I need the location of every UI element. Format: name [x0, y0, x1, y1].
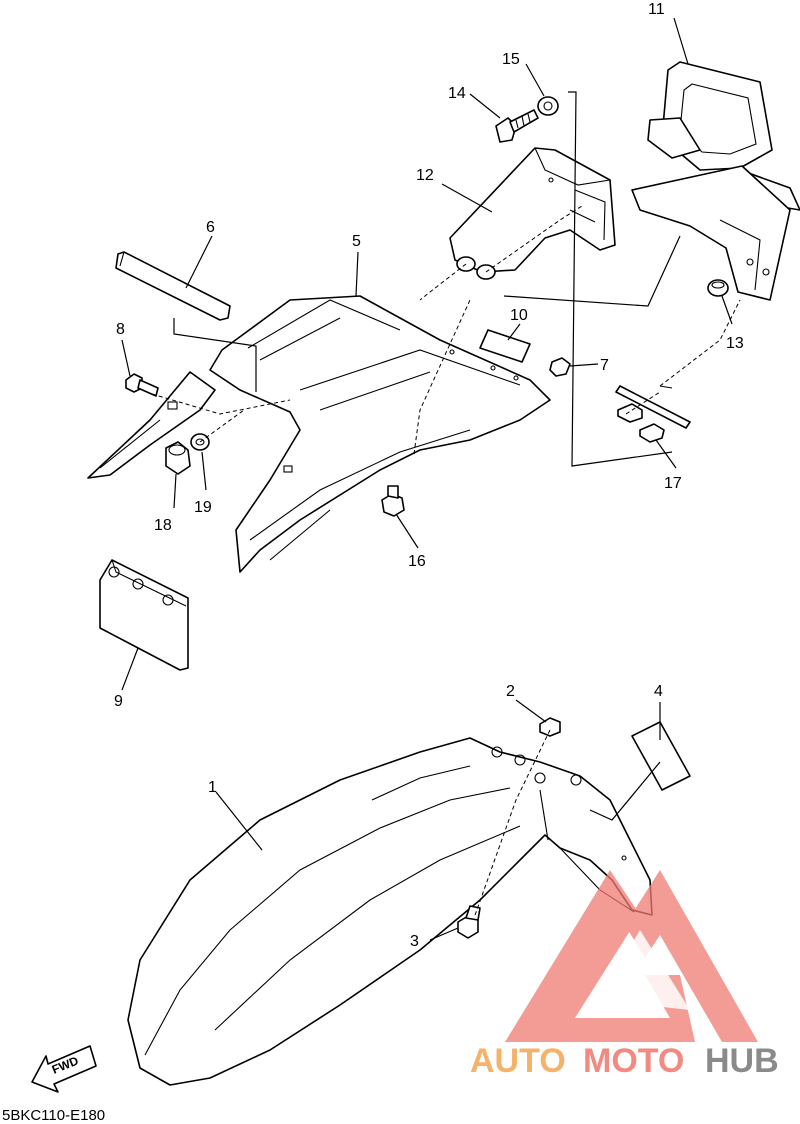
callout-2: 2 [506, 683, 515, 700]
watermark-part-hub: HUB [705, 1042, 779, 1080]
assembly-lines [151, 205, 741, 919]
bolt-part-3 [457, 905, 481, 939]
callout-19: 19 [194, 499, 212, 516]
leader-lines [121, 17, 733, 941]
tail-cover-part-12 [449, 147, 616, 273]
callout-14: 14 [448, 85, 466, 102]
collar-part-18 [165, 441, 191, 475]
flap-part-9 [99, 559, 189, 671]
callout-15: 15 [502, 51, 520, 68]
callout-18: 18 [154, 517, 172, 534]
callout-16: 16 [408, 553, 426, 570]
watermark-part-moto: MOTO [583, 1042, 684, 1080]
rear-fender-part-5 [87, 295, 551, 573]
collar-part-15 [537, 96, 559, 116]
callout-13: 13 [726, 335, 744, 352]
watermark-part-auto: AUTO [470, 1042, 566, 1080]
callout-3: 3 [410, 933, 419, 950]
grommet-part-13 [707, 279, 729, 297]
callout-10: 10 [510, 307, 528, 324]
fwd-arrow-icon: FWD [31, 1045, 97, 1093]
callout-17: 17 [664, 475, 682, 492]
callout-11: 11 [648, 1, 665, 18]
callout-5: 5 [352, 233, 361, 250]
callout-4: 4 [654, 683, 663, 700]
diagram-code: 5BKC110-E180 [2, 1107, 105, 1124]
bracket-part-17 [615, 385, 691, 443]
label-part-10 [479, 329, 531, 363]
nut-part-7 [549, 357, 571, 377]
callout-9: 9 [114, 693, 123, 710]
license-bracket-part-11 [631, 61, 800, 301]
callout-6: 6 [206, 219, 215, 236]
callout-labels: 1 2 3 4 5 6 7 8 9 10 11 12 13 14 15 16 1… [114, 1, 744, 950]
bolt-part-14 [495, 109, 539, 143]
callout-12: 12 [416, 167, 434, 184]
callout-1: 1 [208, 779, 217, 796]
bolt-part-8 [125, 373, 159, 397]
watermark-logo-icon [505, 870, 758, 1042]
nut-part-2 [539, 717, 561, 737]
pad-part-6 [115, 251, 231, 321]
label-part-4 [631, 721, 691, 791]
callout-8: 8 [116, 321, 125, 338]
automotohub-watermark: AUTO MOTO HUB [470, 870, 779, 1080]
callout-7: 7 [600, 357, 609, 374]
bolt-part-16 [381, 485, 405, 517]
